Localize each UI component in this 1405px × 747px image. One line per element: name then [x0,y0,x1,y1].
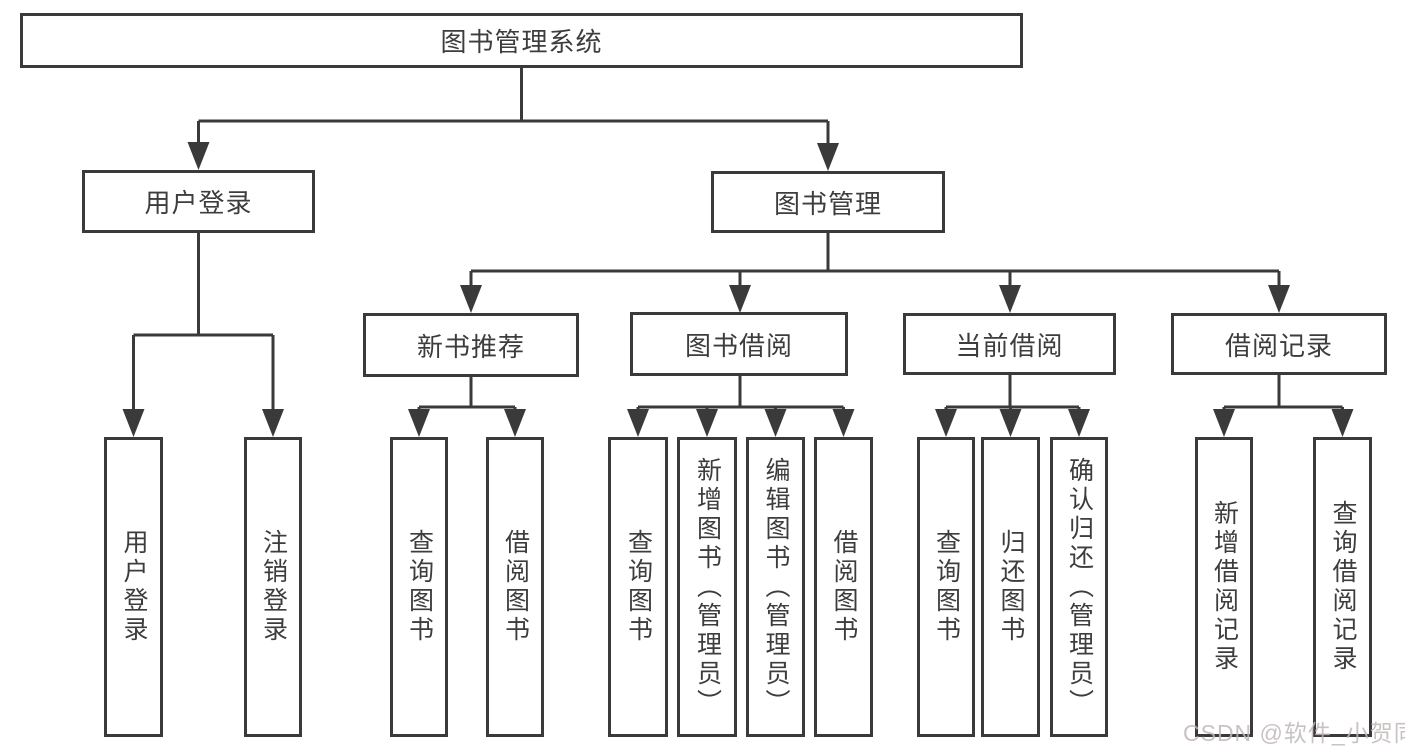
node-borrowing-records: 借阅记录 [1171,313,1387,375]
node-label: 查询图书 [624,529,653,645]
node-borrow-books-leaf: 借阅图书 [814,437,873,737]
node-label: 查询借阅记录 [1329,500,1357,674]
node-query-books-borrowing: 查询图书 [608,437,668,737]
node-library-management-system: 图书管理系统 [20,13,1023,68]
node-label: 注销登录 [259,529,288,645]
node-query-borrowing-record: 查询借阅记录 [1313,437,1372,737]
node-user-login-leaf: 用户登录 [104,437,163,737]
node-return-books: 归还图书 [981,437,1040,737]
node-new-book-recommendation: 新书推荐 [363,313,579,377]
node-label: 查询图书 [405,529,434,645]
node-label: 新增借阅记录 [1210,500,1239,674]
node-book-management: 图书管理 [711,171,945,233]
node-label: 用户登录 [120,529,148,645]
node-query-books-recommendation: 查询图书 [390,437,448,737]
node-query-books-current: 查询图书 [917,437,975,737]
node-label: 图书管理系统 [440,27,603,57]
node-confirm-return-admin: 确认归还（管理员） [1050,437,1108,737]
node-label: 新书推荐 [416,331,525,362]
node-add-books-admin: 新增图书（管理员） [677,437,737,737]
node-label: 借阅图书 [830,529,858,645]
node-label: 图书管理 [773,188,882,219]
node-label: 图书借阅 [684,330,793,361]
node-book-borrowing: 图书借阅 [630,312,848,376]
node-user-login: 用户登录 [82,170,315,233]
node-label: 编辑图书（管理员） [762,456,790,718]
node-logout: 注销登录 [244,437,302,737]
node-label: 查询图书 [932,529,961,645]
csdn-watermark: CSDN @软件_小贺同学 [1183,720,1405,746]
node-add-borrowing-record: 新增借阅记录 [1195,437,1253,737]
node-label: 借阅图书 [501,529,530,645]
node-label: 确认归还（管理员） [1065,456,1094,718]
node-label: 当前借阅 [955,330,1064,361]
node-edit-books-admin: 编辑图书（管理员） [746,437,805,737]
node-label: 借阅记录 [1224,330,1333,361]
node-current-borrowing: 当前借阅 [903,313,1116,375]
node-borrow-books-recommendation: 借阅图书 [486,437,544,737]
node-label: 归还图书 [997,529,1025,645]
node-label: 新增图书（管理员） [693,456,722,718]
node-label: 用户登录 [144,188,253,218]
arrowhead-icons [122,142,1354,437]
